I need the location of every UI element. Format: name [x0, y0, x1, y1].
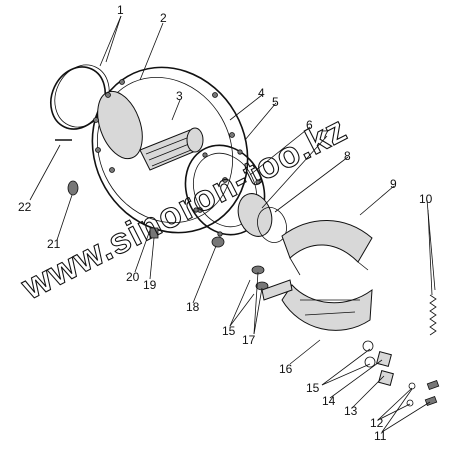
- label-part-5: 5: [272, 95, 279, 109]
- label-part-11: 11: [374, 429, 387, 443]
- part-labels: 1 2 3 4 5 6 7 8 9 10 11 12 13 14 15 15 1…: [18, 3, 433, 443]
- label-part-7: 7: [322, 128, 329, 142]
- part-brake-shoe-lower: [281, 284, 373, 331]
- part-return-spring: [427, 209, 437, 336]
- label-part-20: 20: [126, 270, 140, 284]
- part-seal: [237, 193, 273, 237]
- label-part-9: 9: [390, 177, 397, 191]
- label-part-3: 3: [176, 89, 183, 103]
- label-part-22: 22: [18, 200, 32, 214]
- label-part-12: 12: [370, 416, 384, 430]
- leader-lines: [29, 15, 436, 433]
- part-bolt-ring: [184, 144, 266, 237]
- label-part-6: 6: [306, 118, 313, 132]
- label-part-19: 19: [143, 278, 157, 292]
- label-part-8: 8: [344, 149, 351, 163]
- part-hardware: [362, 340, 440, 407]
- part-snap-ring: [257, 207, 287, 243]
- label-part-2: 2: [160, 11, 167, 25]
- label-part-17: 17: [242, 333, 256, 347]
- label-part-21: 21: [47, 237, 61, 251]
- label-part-4: 4: [258, 86, 265, 100]
- part-brake-shoe-upper: [281, 220, 373, 276]
- part-hub-flange: [91, 66, 249, 234]
- label-part-18: 18: [186, 300, 200, 314]
- label-part-10: 10: [419, 192, 433, 206]
- label-part-1: 1: [117, 3, 124, 17]
- label-part-16: 16: [279, 362, 293, 376]
- part-splined-shaft: [139, 127, 204, 171]
- label-part-14: 14: [322, 394, 336, 408]
- label-part-15b: 15: [306, 381, 320, 395]
- label-part-15a: 15: [222, 324, 236, 338]
- label-part-13: 13: [344, 404, 358, 418]
